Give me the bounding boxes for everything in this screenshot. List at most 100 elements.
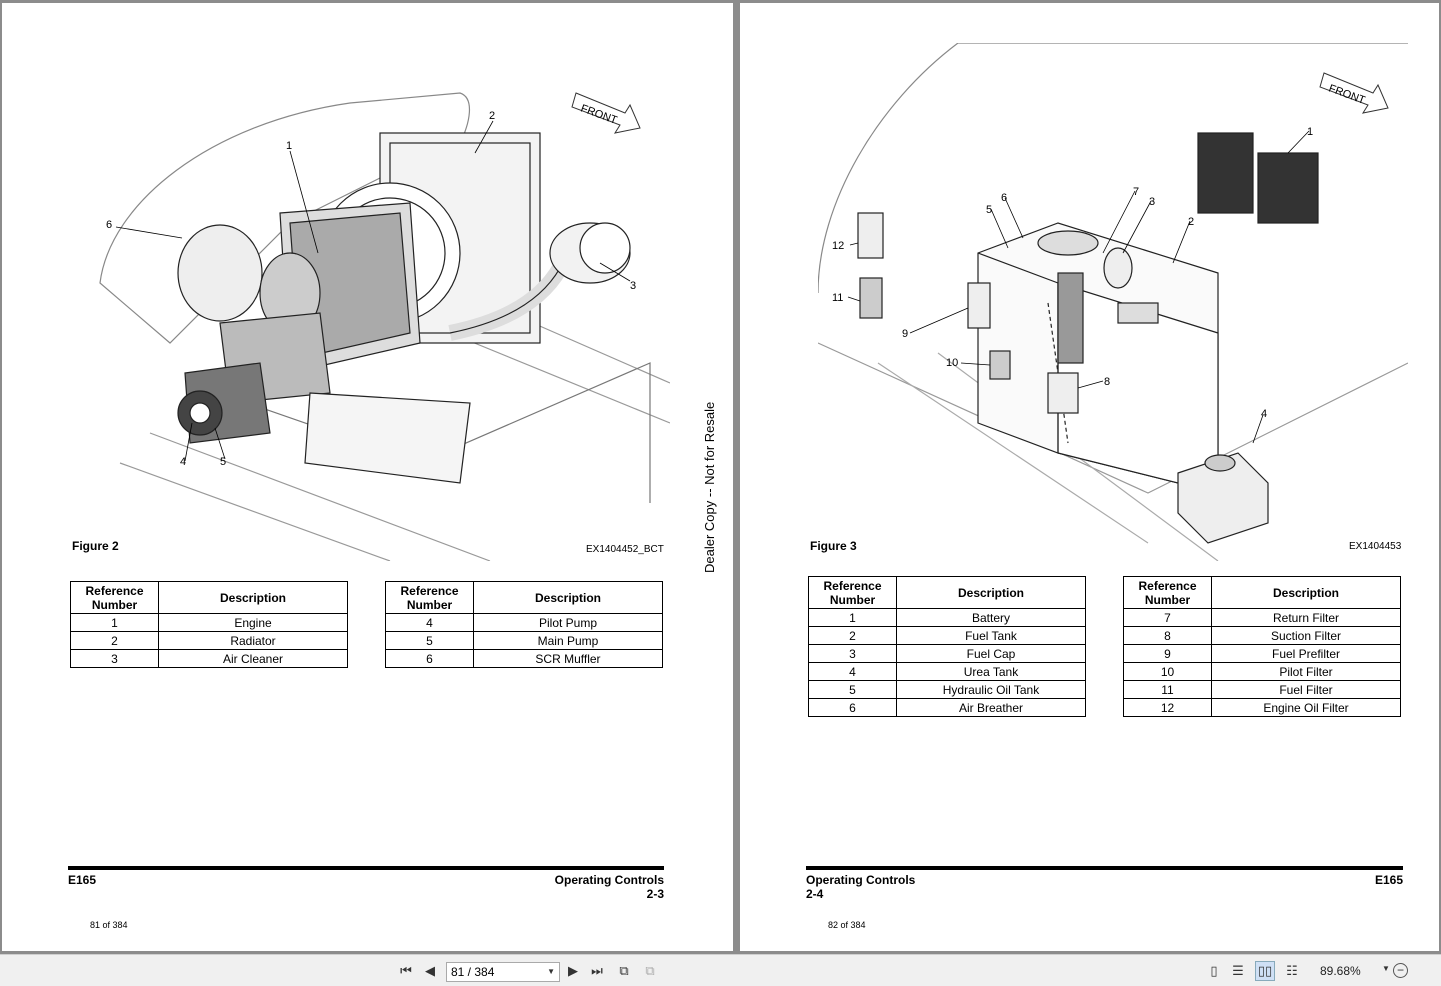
column-header-description: Description bbox=[473, 581, 663, 614]
two-page-view-icon[interactable]: ▯▯ bbox=[1255, 961, 1275, 981]
callout-8: 8 bbox=[1104, 376, 1110, 388]
callout-5: 5 bbox=[986, 204, 992, 216]
footer-model: E165 bbox=[68, 873, 97, 887]
continuous-view-icon[interactable]: ☰ bbox=[1232, 963, 1244, 978]
column-header-reference: Reference Number bbox=[1123, 576, 1212, 609]
callout-1: 1 bbox=[286, 140, 292, 152]
previous-page-icon[interactable]: ◀ bbox=[425, 963, 435, 978]
last-page-icon[interactable]: ⏭ bbox=[591, 963, 603, 978]
front-arrow: FRONT bbox=[1319, 72, 1389, 114]
two-page-continuous-view-icon[interactable]: ☷ bbox=[1286, 963, 1298, 978]
callout-12: 12 bbox=[832, 240, 844, 252]
ref-cell: 2 bbox=[808, 626, 897, 645]
footer-page-number: 2-3 bbox=[646, 887, 664, 901]
desc-cell: Air Breather bbox=[896, 698, 1086, 717]
page-counter: 82 of 384 bbox=[828, 920, 866, 930]
front-arrow: FRONT bbox=[571, 92, 641, 134]
ref-cell: 4 bbox=[385, 613, 474, 632]
column-header-description: Description bbox=[158, 581, 348, 614]
callout-6: 6 bbox=[106, 219, 112, 231]
column-header-reference: Reference Number bbox=[70, 581, 159, 614]
figure-caption: Figure 3 bbox=[810, 539, 857, 553]
document-viewer[interactable]: 1 2 3 4 5 6 FRONT Figure 2 EX1404452_BCT… bbox=[0, 0, 1441, 954]
desc-cell: Fuel Cap bbox=[896, 644, 1086, 663]
ref-cell: 1 bbox=[808, 608, 897, 627]
callout-9: 9 bbox=[902, 328, 908, 340]
desc-cell: Engine bbox=[158, 613, 348, 632]
footer-rule bbox=[68, 866, 664, 870]
callout-11: 11 bbox=[832, 292, 843, 304]
callout-4: 4 bbox=[180, 456, 186, 468]
zoom-dropdown-icon[interactable]: ▼ bbox=[1382, 964, 1390, 973]
ref-cell: 8 bbox=[1123, 626, 1212, 645]
watermark: Dealer Copy -- Not for Resale bbox=[702, 401, 717, 573]
column-header-reference: Reference Number bbox=[808, 576, 897, 609]
footer-section: Operating Controls bbox=[554, 873, 664, 887]
next-page-icon[interactable]: ▶ bbox=[568, 963, 578, 978]
ref-cell: 4 bbox=[808, 662, 897, 681]
ref-cell: 5 bbox=[385, 631, 474, 650]
footer-section: Operating Controls bbox=[806, 873, 916, 887]
ref-cell: 7 bbox=[1123, 608, 1212, 627]
ref-cell: 9 bbox=[1123, 644, 1212, 663]
page-number-value: 81 / 384 bbox=[451, 965, 495, 979]
column-header-description: Description bbox=[896, 576, 1086, 609]
figure-code: EX1404453 bbox=[1349, 541, 1402, 552]
desc-cell: Suction Filter bbox=[1211, 626, 1401, 645]
figure-engine-compartment: 1 2 3 4 5 6 FRONT bbox=[90, 83, 670, 561]
column-header-reference: Reference Number bbox=[385, 581, 474, 614]
ref-cell: 6 bbox=[808, 698, 897, 717]
ref-cell: 11 bbox=[1123, 680, 1212, 699]
callout-2: 2 bbox=[489, 110, 495, 122]
desc-cell: Pilot Filter bbox=[1211, 662, 1401, 681]
callout-1: 1 bbox=[1307, 126, 1313, 138]
desc-cell: Fuel Prefilter bbox=[1211, 644, 1401, 663]
callout-5: 5 bbox=[220, 456, 226, 468]
engine-illustration: 1 2 3 4 5 6 FRONT bbox=[99, 92, 670, 561]
callout-4: 4 bbox=[1261, 408, 1267, 420]
ref-cell: 1 bbox=[70, 613, 159, 632]
desc-cell: SCR Muffler bbox=[473, 649, 663, 668]
ref-cell: 2 bbox=[70, 631, 159, 650]
callout-3: 3 bbox=[630, 280, 636, 292]
tank-illustration: 1 2 3 4 5 6 7 8 9 10 11 12 FRONT bbox=[818, 43, 1408, 561]
desc-cell: Radiator bbox=[158, 631, 348, 650]
zoom-out-icon[interactable]: − bbox=[1393, 963, 1408, 978]
single-page-view-icon[interactable]: ▯ bbox=[1210, 963, 1218, 978]
go-back-icon[interactable]: ⧉ bbox=[619, 963, 629, 978]
viewer-toolbar: ⏮ ◀ 81 / 384 ▼ ▶ ⏭ ⧉ ⧉ ▯ ☰ ▯▯ ☷ 89.68% ▼… bbox=[0, 954, 1441, 986]
callout-7: 7 bbox=[1133, 186, 1139, 198]
page-right: 1 2 3 4 5 6 7 8 9 10 11 12 FRONT bbox=[740, 3, 1439, 951]
first-page-icon[interactable]: ⏮ bbox=[400, 963, 412, 978]
ref-cell: 3 bbox=[70, 649, 159, 668]
column-header-description: Description bbox=[1211, 576, 1401, 609]
go-forward-icon[interactable]: ⧉ bbox=[645, 963, 655, 978]
page-number-input[interactable]: 81 / 384 ▼ bbox=[446, 962, 560, 982]
desc-cell: Fuel Filter bbox=[1211, 680, 1401, 699]
callout-10: 10 bbox=[946, 357, 958, 369]
zoom-level[interactable]: 89.68% bbox=[1320, 964, 1361, 978]
ref-cell: 6 bbox=[385, 649, 474, 668]
page-left: 1 2 3 4 5 6 FRONT Figure 2 EX1404452_BCT… bbox=[2, 3, 733, 951]
desc-cell: Air Cleaner bbox=[158, 649, 348, 668]
callout-2: 2 bbox=[1188, 216, 1194, 228]
footer-page-number: 2-4 bbox=[806, 887, 824, 901]
ref-cell: 10 bbox=[1123, 662, 1212, 681]
desc-cell: Fuel Tank bbox=[896, 626, 1086, 645]
footer-model: E165 bbox=[1374, 873, 1403, 887]
callout-3: 3 bbox=[1149, 196, 1155, 208]
chevron-down-icon[interactable]: ▼ bbox=[547, 967, 555, 976]
